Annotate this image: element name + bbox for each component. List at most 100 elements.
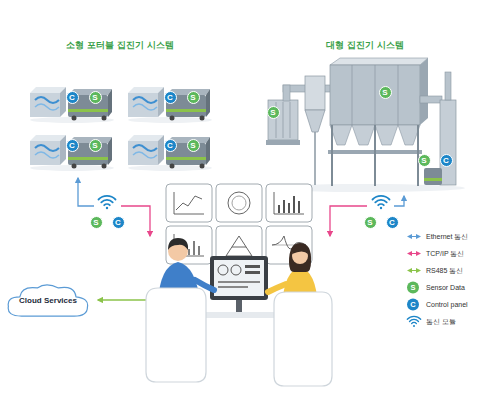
operators (289, 243, 311, 272)
cloud-shape (8, 284, 87, 315)
status-badge: S (89, 139, 102, 152)
status-badge: C (386, 216, 399, 229)
large-collector (398, 65, 399, 125)
badge-circle (418, 154, 430, 166)
dashboard-panels (216, 184, 262, 222)
cloud-node: Cloud Services (4, 282, 92, 319)
dashboard-panels (174, 192, 204, 214)
legend-badge (407, 282, 419, 294)
large-collector (352, 125, 375, 145)
legend-row: 통신 모듈 (406, 313, 468, 330)
operators (146, 238, 332, 386)
badge-letter: C (407, 299, 419, 311)
badge-circle (267, 106, 279, 118)
operators (195, 312, 285, 318)
status-badge: S (364, 216, 377, 229)
legend-swatch (406, 315, 422, 328)
small-collectors (128, 135, 212, 171)
comm-module-icon (101, 200, 112, 202)
large-collector (424, 168, 442, 185)
legend-line (408, 236, 420, 237)
badge-circle (364, 216, 376, 228)
large-collector (314, 132, 316, 185)
badge-letter: S (89, 91, 102, 104)
legend-text: Control panel (426, 301, 468, 308)
operators (210, 256, 268, 300)
dashboard-panels (279, 196, 299, 213)
operators (236, 300, 242, 312)
large-collector (305, 76, 325, 110)
comm-module-icon (375, 200, 386, 202)
legend-swatch: C (406, 298, 422, 311)
operators (218, 265, 228, 275)
operators (274, 292, 332, 386)
legend-sample (406, 315, 422, 328)
badge-circle (386, 216, 398, 228)
status-badge: S (379, 86, 392, 99)
badge-circle (187, 139, 199, 151)
legend: Ethernet 통신 TCP/IP 통신 RS485 통신 SSensor Data… (406, 228, 468, 330)
dashboard-panels (174, 192, 306, 256)
legend-row: C Control panel (406, 296, 468, 313)
badge-circle (89, 91, 101, 103)
operators (214, 260, 264, 296)
comm-module-icon (380, 207, 382, 209)
badge-circle (90, 216, 102, 228)
badge-letter: S (187, 139, 200, 152)
large-collector (330, 58, 428, 65)
status-badge: S (89, 91, 102, 104)
large-collector (266, 140, 300, 145)
legend-text: TCP/IP 통신 (426, 249, 464, 259)
legend-row: SSensor Data (406, 279, 468, 296)
legend-sample (406, 247, 422, 260)
badge-circle (66, 139, 78, 151)
operators (268, 284, 286, 292)
status-badge: S (90, 216, 103, 229)
comm-arrows (330, 206, 367, 236)
operators (218, 281, 260, 283)
badge-letter: S (379, 86, 392, 99)
small-collectors (30, 87, 114, 123)
badge-circle (440, 154, 452, 166)
comm-module-icon (106, 207, 108, 209)
legend-row: Ethernet 통신 (406, 228, 468, 245)
dashboard-panels (166, 184, 212, 222)
large-collector (283, 85, 290, 101)
status-badge: C (66, 91, 79, 104)
small-collectors (30, 87, 212, 171)
large-collector (375, 125, 398, 145)
status-badge: C (112, 216, 125, 229)
legend-swatch (406, 230, 422, 243)
comm-arrows (98, 299, 146, 300)
status-badge: C (164, 139, 177, 152)
large-collector (330, 125, 352, 145)
dashboard-panels (274, 192, 304, 214)
legend-sample (406, 230, 422, 243)
legend-line (408, 270, 420, 271)
badge-letter: S (90, 216, 103, 229)
legend-text: Ethernet 통신 (426, 232, 468, 242)
legend-text: RS485 통신 (426, 266, 463, 276)
badge-letter: S (267, 106, 280, 119)
status-badge: S (418, 154, 431, 167)
operators (292, 245, 308, 254)
system-group: 소형 포터블 집진기 시스템CSCSCSCS (20, 38, 220, 178)
comm-arrows (394, 196, 404, 206)
dashboard-panels (166, 226, 212, 264)
large-collector (398, 125, 420, 145)
legend-swatch (406, 264, 422, 277)
dashboard-panels (228, 192, 250, 214)
legend-row: RS485 통신 (406, 262, 468, 279)
large-collector (305, 110, 325, 132)
status-badge: S (267, 106, 280, 119)
large-collector (445, 72, 451, 100)
large-collector (352, 65, 353, 125)
dashboard-panels (232, 247, 246, 248)
badge-letter: C (112, 216, 125, 229)
status-badge: C (66, 139, 79, 152)
large-collector (268, 100, 298, 140)
badge-circle (89, 139, 101, 151)
comm-arrows (78, 178, 94, 206)
operators (245, 271, 260, 274)
